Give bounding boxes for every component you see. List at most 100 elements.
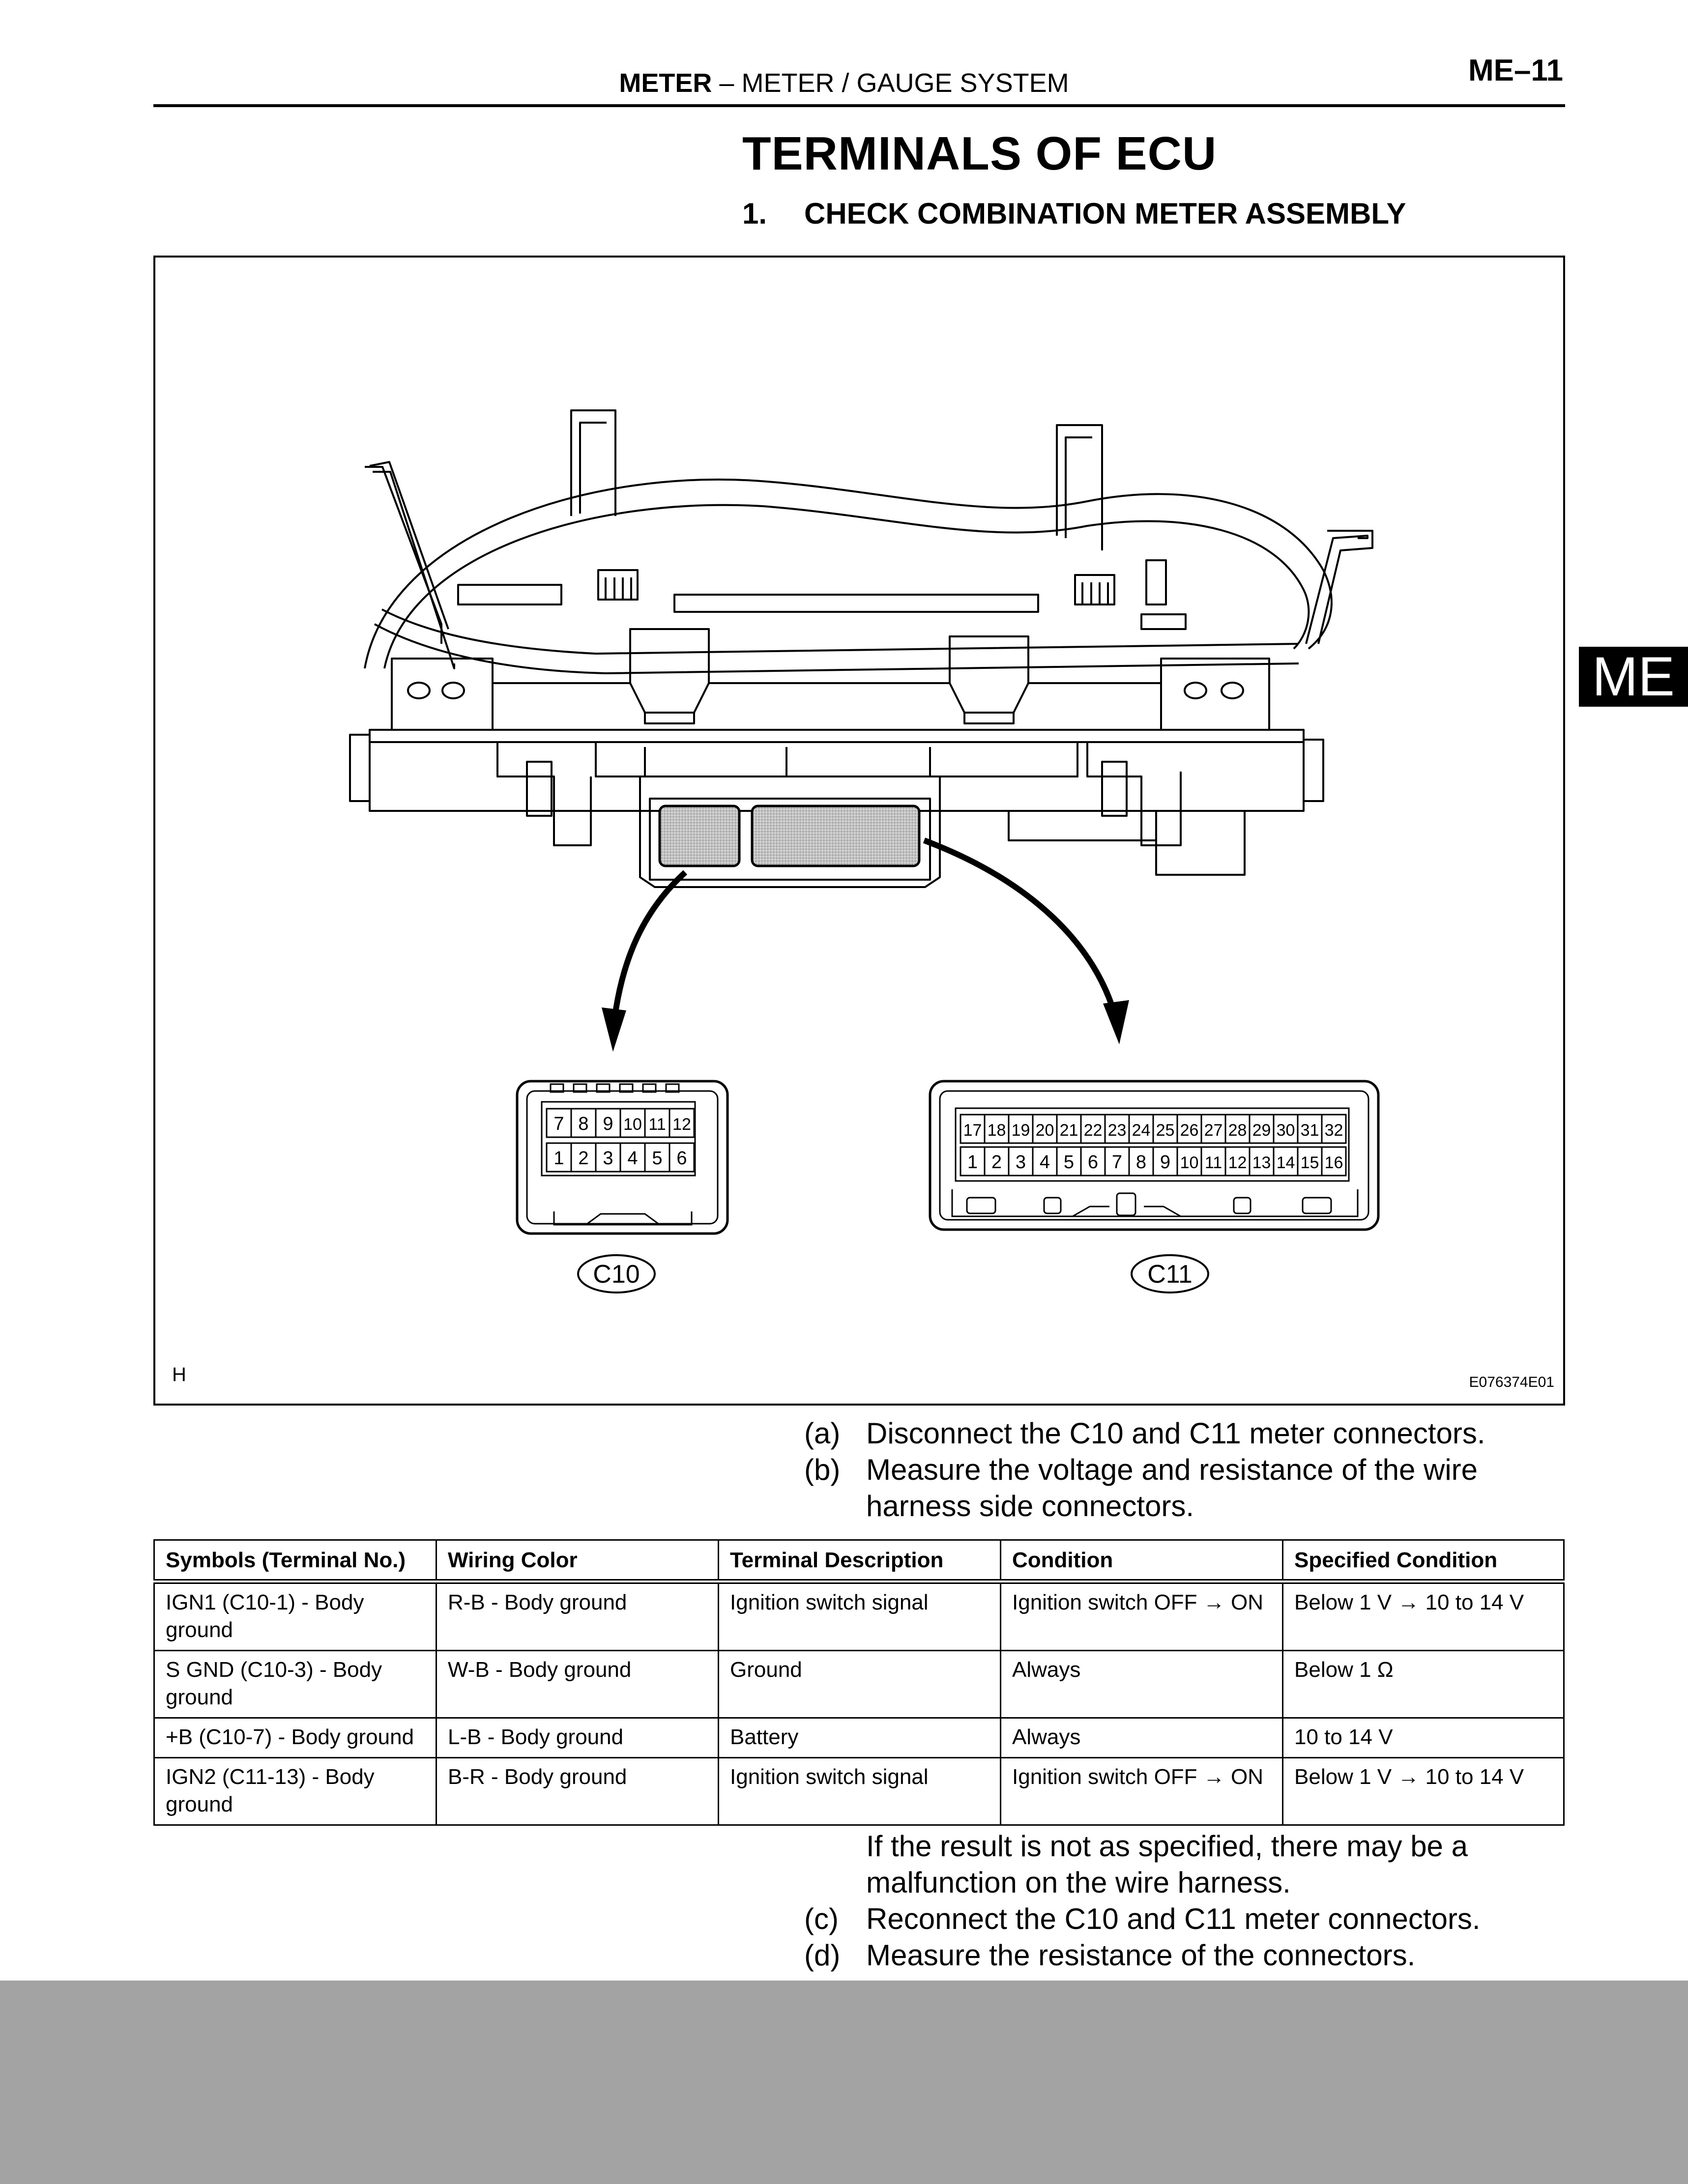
pin-number: 11	[1205, 1153, 1222, 1172]
step-b-label: (b)	[804, 1453, 841, 1486]
pin-number: 18	[988, 1121, 1006, 1140]
cell-symbol: +B (C10-7) - Body ground	[153, 1717, 437, 1758]
pin-number: 32	[1325, 1121, 1343, 1140]
pin-cell	[1080, 1114, 1106, 1144]
pin-number: 23	[1108, 1121, 1127, 1140]
pin-number: 14	[1277, 1153, 1295, 1172]
pin-number: 28	[1228, 1121, 1247, 1140]
figure-code: E076374E01	[1469, 1374, 1555, 1390]
header-section-bold: METER	[619, 68, 712, 98]
step-a-text: Disconnect the C10 and C11 meter connect…	[866, 1417, 1485, 1450]
pin-number: 16	[1325, 1153, 1343, 1172]
pin-number: 12	[672, 1115, 691, 1134]
pin-number: 1	[967, 1152, 978, 1173]
pin-cell	[1152, 1114, 1178, 1144]
pin-cell	[570, 1142, 597, 1173]
col-header-terminal-description: Terminal Description	[718, 1539, 1001, 1582]
section-side-tab: ME	[1579, 647, 1688, 707]
pin-number: 29	[1252, 1121, 1271, 1140]
step-number: 1.	[742, 197, 767, 230]
pin-cell	[1128, 1114, 1154, 1144]
pin-number: 13	[1252, 1153, 1271, 1172]
pin-number: 2	[991, 1152, 1002, 1173]
cell-specified: 10 to 14 V	[1282, 1717, 1565, 1758]
specification-table: Symbols (Terminal No.) Wiring Color Term…	[153, 1539, 1565, 1826]
c11-socket	[751, 805, 921, 867]
pin-number: 27	[1204, 1121, 1223, 1140]
pin-cell	[1297, 1146, 1323, 1177]
cell-wiring-color: W-B - Body ground	[436, 1650, 719, 1719]
col-header-specified-condition: Specified Condition	[1282, 1539, 1565, 1582]
page-overlay-bar	[0, 1981, 1688, 2184]
pin-number: 15	[1301, 1153, 1319, 1172]
table-row: +B (C10-7) - Body ground L-B - Body grou…	[153, 1717, 1565, 1758]
c10-socket	[658, 805, 741, 867]
pin-cell	[984, 1146, 1010, 1177]
pin-number: 1	[553, 1148, 564, 1169]
meter-assembly-drawing	[349, 409, 1373, 888]
pin-number: 6	[676, 1148, 687, 1169]
col-header-symbols: Symbols (Terminal No.)	[153, 1539, 437, 1582]
pin-number: 10	[623, 1115, 642, 1134]
pin-number: 20	[1036, 1121, 1054, 1140]
pin-cell	[546, 1142, 572, 1173]
pin-number: 21	[1060, 1121, 1078, 1140]
pin-number: 2	[578, 1148, 588, 1169]
cell-description: Battery	[718, 1717, 1001, 1758]
pin-number: 19	[1012, 1121, 1030, 1140]
pin-number: 31	[1301, 1121, 1319, 1140]
table-row: S GND (C10-3) - Body ground W-B - Body g…	[153, 1650, 1565, 1719]
c10-label-text: C10	[593, 1260, 640, 1289]
pin-number: 8	[1136, 1152, 1146, 1173]
page-title: TERMINALS OF ECU	[742, 127, 1217, 180]
cell-specified: Below 1 Ω	[1282, 1650, 1565, 1719]
step-a-label: (a)	[804, 1417, 841, 1450]
cell-condition: Always	[1000, 1650, 1283, 1719]
pin-number: 17	[963, 1121, 982, 1140]
col-header-condition: Condition	[1000, 1539, 1283, 1582]
cell-wiring-color: B-R - Body ground	[436, 1757, 719, 1826]
page-number: ME–11	[1468, 54, 1563, 87]
pin-number: 6	[1088, 1152, 1098, 1173]
pin-cell	[1273, 1114, 1299, 1144]
cell-symbol: IGN2 (C11-13) - Body ground	[153, 1757, 437, 1826]
table-row: IGN1 (C10-1) - Body ground R-B - Body gr…	[153, 1581, 1565, 1651]
cell-symbol: IGN1 (C10-1) - Body ground	[153, 1581, 437, 1651]
pin-cell	[1008, 1114, 1034, 1144]
pin-number: 3	[603, 1148, 613, 1169]
cell-condition: Ignition switch OFF → ON	[1000, 1757, 1283, 1826]
pointer-arrows	[602, 837, 1129, 1052]
pin-cell	[1321, 1146, 1347, 1177]
pin-cell	[1032, 1114, 1058, 1144]
pin-number: 25	[1156, 1121, 1175, 1140]
pin-cell	[1224, 1146, 1251, 1177]
pin-number: 7	[1112, 1152, 1122, 1173]
pin-cell	[1249, 1146, 1275, 1177]
pin-number: 4	[627, 1148, 638, 1169]
cell-condition: Ignition switch OFF → ON	[1000, 1581, 1283, 1651]
pin-cell	[644, 1142, 670, 1173]
cell-symbol: S GND (C10-3) - Body ground	[153, 1650, 437, 1719]
pin-number: 9	[1160, 1152, 1170, 1173]
table-row: IGN2 (C11-13) - Body ground B-R - Body g…	[153, 1757, 1565, 1826]
pin-cell	[1104, 1146, 1130, 1177]
pin-cell	[619, 1142, 646, 1173]
pin-number: 22	[1084, 1121, 1103, 1140]
step-c-text: Reconnect the C10 and C11 meter connecto…	[866, 1902, 1481, 1935]
cell-specified: Below 1 V → 10 to 14 V	[1282, 1581, 1565, 1651]
pin-cell	[1152, 1146, 1178, 1177]
connector-c10-label: C10	[577, 1254, 656, 1293]
cell-condition: Always	[1000, 1717, 1283, 1758]
col-header-wiring-color: Wiring Color	[436, 1539, 719, 1582]
pin-number: 4	[1040, 1152, 1050, 1173]
pin-number: 11	[648, 1115, 666, 1134]
pin-cell	[669, 1142, 695, 1173]
pin-number: 5	[652, 1148, 662, 1169]
pin-number: 10	[1180, 1153, 1199, 1172]
cell-specified: Below 1 V → 10 to 14 V	[1282, 1757, 1565, 1826]
pin-number: 5	[1064, 1152, 1074, 1173]
pin-cell	[595, 1108, 621, 1138]
step-d-text: Measure the resistance of the connectors…	[866, 1939, 1416, 1972]
